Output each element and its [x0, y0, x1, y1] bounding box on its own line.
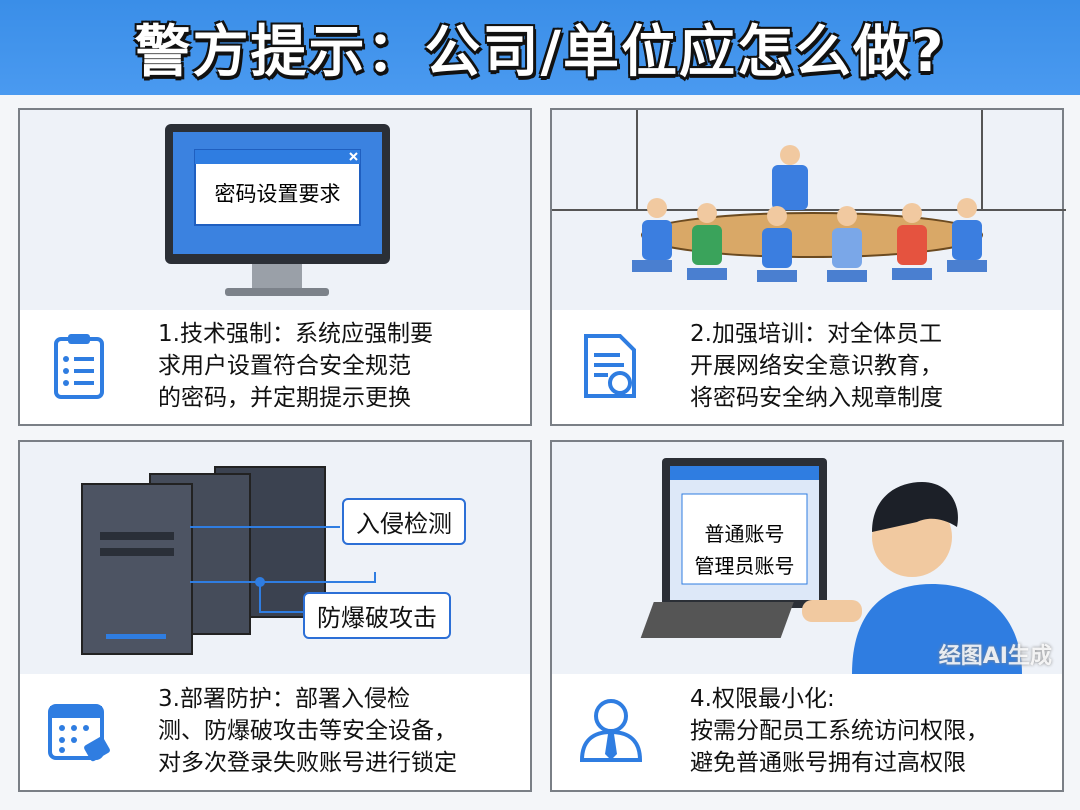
- account-list: 普通账号 管理员账号: [682, 518, 807, 582]
- panel-deploy-protection: 入侵检测 防爆破攻击 3.部署防护：部署入侵检 测、防爆破攻击等安全设备， 对多…: [18, 440, 532, 792]
- caption-line: 1.技术强制：系统应强制要: [158, 321, 433, 347]
- server-illustration: 入侵检测 防爆破攻击: [20, 442, 530, 674]
- anti-brute-force-label: 防爆破攻击: [303, 592, 451, 639]
- caption-line: 开展网络安全意识教育，: [690, 353, 943, 379]
- caption-line: 对多次登录失败账号进行锁定: [158, 750, 457, 776]
- meeting-illustration: [552, 110, 1066, 310]
- document-shield-icon: [584, 334, 636, 398]
- intrusion-detection-label: 入侵检测: [342, 498, 466, 545]
- watermark: 经图AI生成: [938, 644, 1052, 669]
- admin-account-label: 管理员账号: [694, 554, 795, 578]
- panel-least-privilege: 普通账号 管理员账号 经图AI生成 4.权限最小化: 按需分配员工系统访问权限，…: [550, 440, 1064, 792]
- caption-line: 将密码安全纳入规章制度: [690, 385, 943, 411]
- caption-line: 测、防爆破攻击等安全设备，: [158, 718, 457, 744]
- caption-line: 避免普通账号拥有过高权限: [690, 750, 966, 776]
- header-banner: 警方提示：公司/单位应怎么做?: [0, 0, 1080, 95]
- password-requirements-dialog: 密码设置要求: [214, 182, 341, 206]
- panel-training: 2.加强培训：对全体员工 开展网络安全意识教育， 将密码安全纳入规章制度: [550, 108, 1066, 426]
- caption-line: 的密码，并定期提示更换: [158, 385, 411, 411]
- user-at-computer-illustration: 普通账号 管理员账号 经图AI生成: [552, 442, 1062, 674]
- page-title: 警方提示：公司/单位应怎么做?: [134, 20, 946, 85]
- calendar-lock-icon: [48, 704, 110, 762]
- caption-line: 4.权限最小化:: [690, 686, 835, 712]
- caption-line: 2.加强培训：对全体员工: [690, 321, 942, 347]
- user-icon: [579, 699, 643, 762]
- caption-line: 求用户设置符合安全规范: [158, 353, 411, 379]
- panel-technical-enforcement: 密码设置要求 1.技术强制：系统应强制要 求用户设置符合安全规范 的密码，并定期…: [18, 108, 532, 426]
- regular-account-label: 普通账号: [704, 522, 785, 546]
- clipboard-icon: [54, 334, 104, 399]
- monitor-illustration: 密码设置要求: [20, 110, 530, 310]
- caption-line: 按需分配员工系统访问权限，: [690, 718, 989, 744]
- caption-line: 3.部署防护：部署入侵检: [158, 686, 410, 712]
